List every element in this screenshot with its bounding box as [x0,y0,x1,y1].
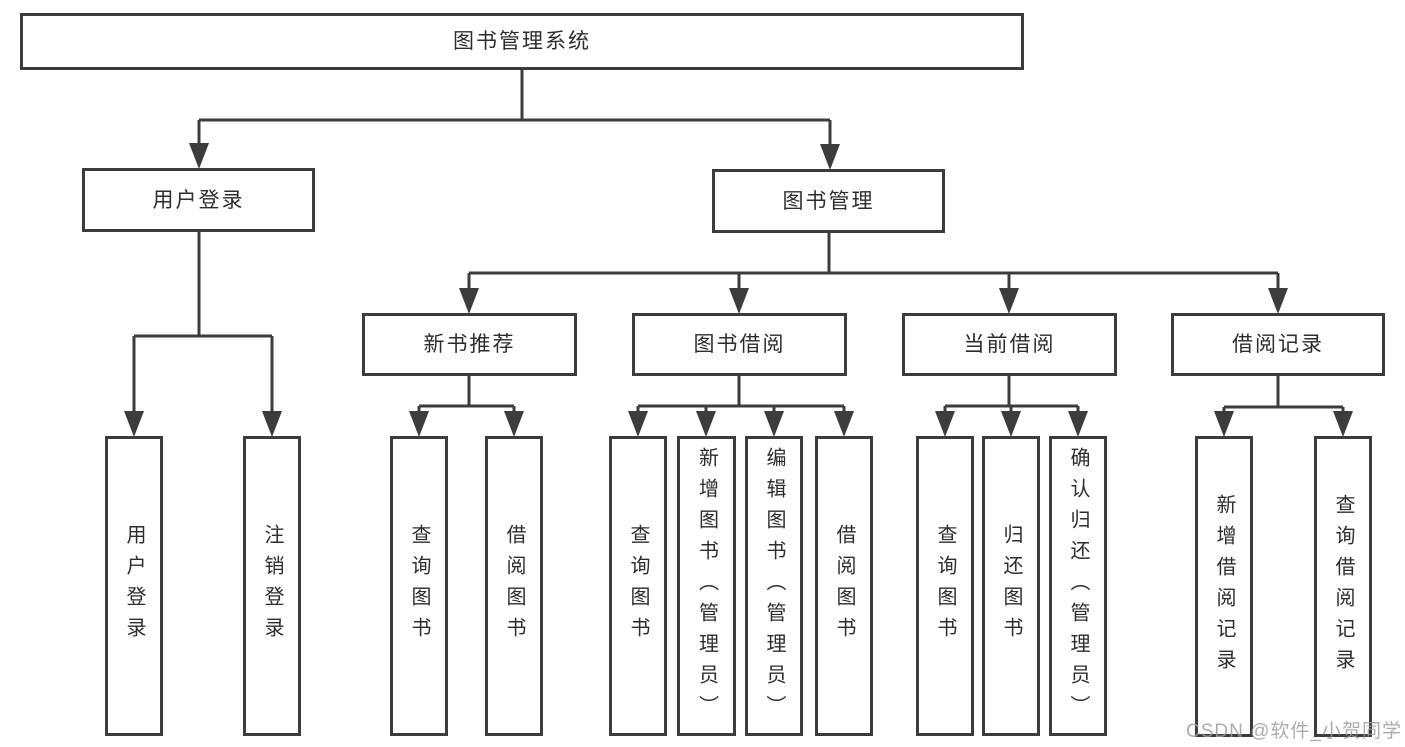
node-new-book-recommend: 新书推荐 [362,313,577,376]
node-borrow-records: 借阅记录 [1171,313,1385,376]
connector-bookmgmt-to-level3 [467,233,1280,290]
node-book-management: 图书管理 [712,169,945,233]
connector-userlogin-to-leaves [132,232,274,413]
leaf-borrow-edit-book-admin: 编辑图书（管理员） [745,436,803,736]
arrowhead-icon [1068,411,1088,437]
leaf-borrow-borrow-book: 借阅图书 [815,436,873,736]
arrowhead-icon [409,411,429,437]
leaf-recommend-borrow-book: 借阅图书 [485,436,543,736]
arrowhead-icon [820,144,840,170]
arrowhead-icon [1268,288,1288,314]
arrowhead-icon [935,411,955,437]
leaf-borrow-add-book-admin: 新增图书（管理员） [677,436,736,736]
leaf-borrow-query-book: 查询图书 [609,436,667,736]
node-book-borrow: 图书借阅 [632,313,847,376]
leaf-records-add-record: 新增借阅记录 [1195,436,1253,737]
arrowhead-icon [459,288,479,314]
leaf-current-query-book: 查询图书 [916,436,974,736]
arrowhead-icon [262,411,282,437]
leaf-user-login: 用户登录 [105,436,163,736]
arrowhead-icon [1333,411,1353,437]
leaf-recommend-query-book: 查询图书 [390,436,448,736]
arrowhead-icon [999,288,1019,314]
arrowhead-icon [628,411,648,437]
connector-bookborrow-to-leaves [636,376,846,413]
csdn-watermark: CSDN @软件_小贺同学 [1186,721,1402,742]
connector-borrowrecords-to-leaves [1222,376,1345,413]
arrowhead-icon [189,143,209,169]
arrowhead-icon [1001,411,1021,437]
arrowhead-icon [764,411,784,437]
arrowhead-icon [124,411,144,437]
leaf-logout: 注销登录 [243,436,301,736]
connector-currentborrow-to-leaves [943,376,1080,413]
arrowhead-icon [834,411,854,437]
connector-newbookrec-to-leaves [417,376,516,413]
arrowhead-icon [729,288,749,314]
leaf-current-return-book: 归还图书 [982,436,1040,736]
node-root: 图书管理系统 [20,13,1024,70]
arrowhead-icon [1214,411,1234,437]
connector-root-to-level2 [197,70,832,146]
node-user-login: 用户登录 [82,168,315,232]
leaf-current-confirm-return-admin: 确认归还（管理员） [1049,436,1107,736]
arrowhead-icon [696,411,716,437]
node-current-borrow: 当前借阅 [902,313,1117,376]
leaf-records-query-record: 查询借阅记录 [1314,436,1372,737]
arrowhead-icon [504,411,524,437]
